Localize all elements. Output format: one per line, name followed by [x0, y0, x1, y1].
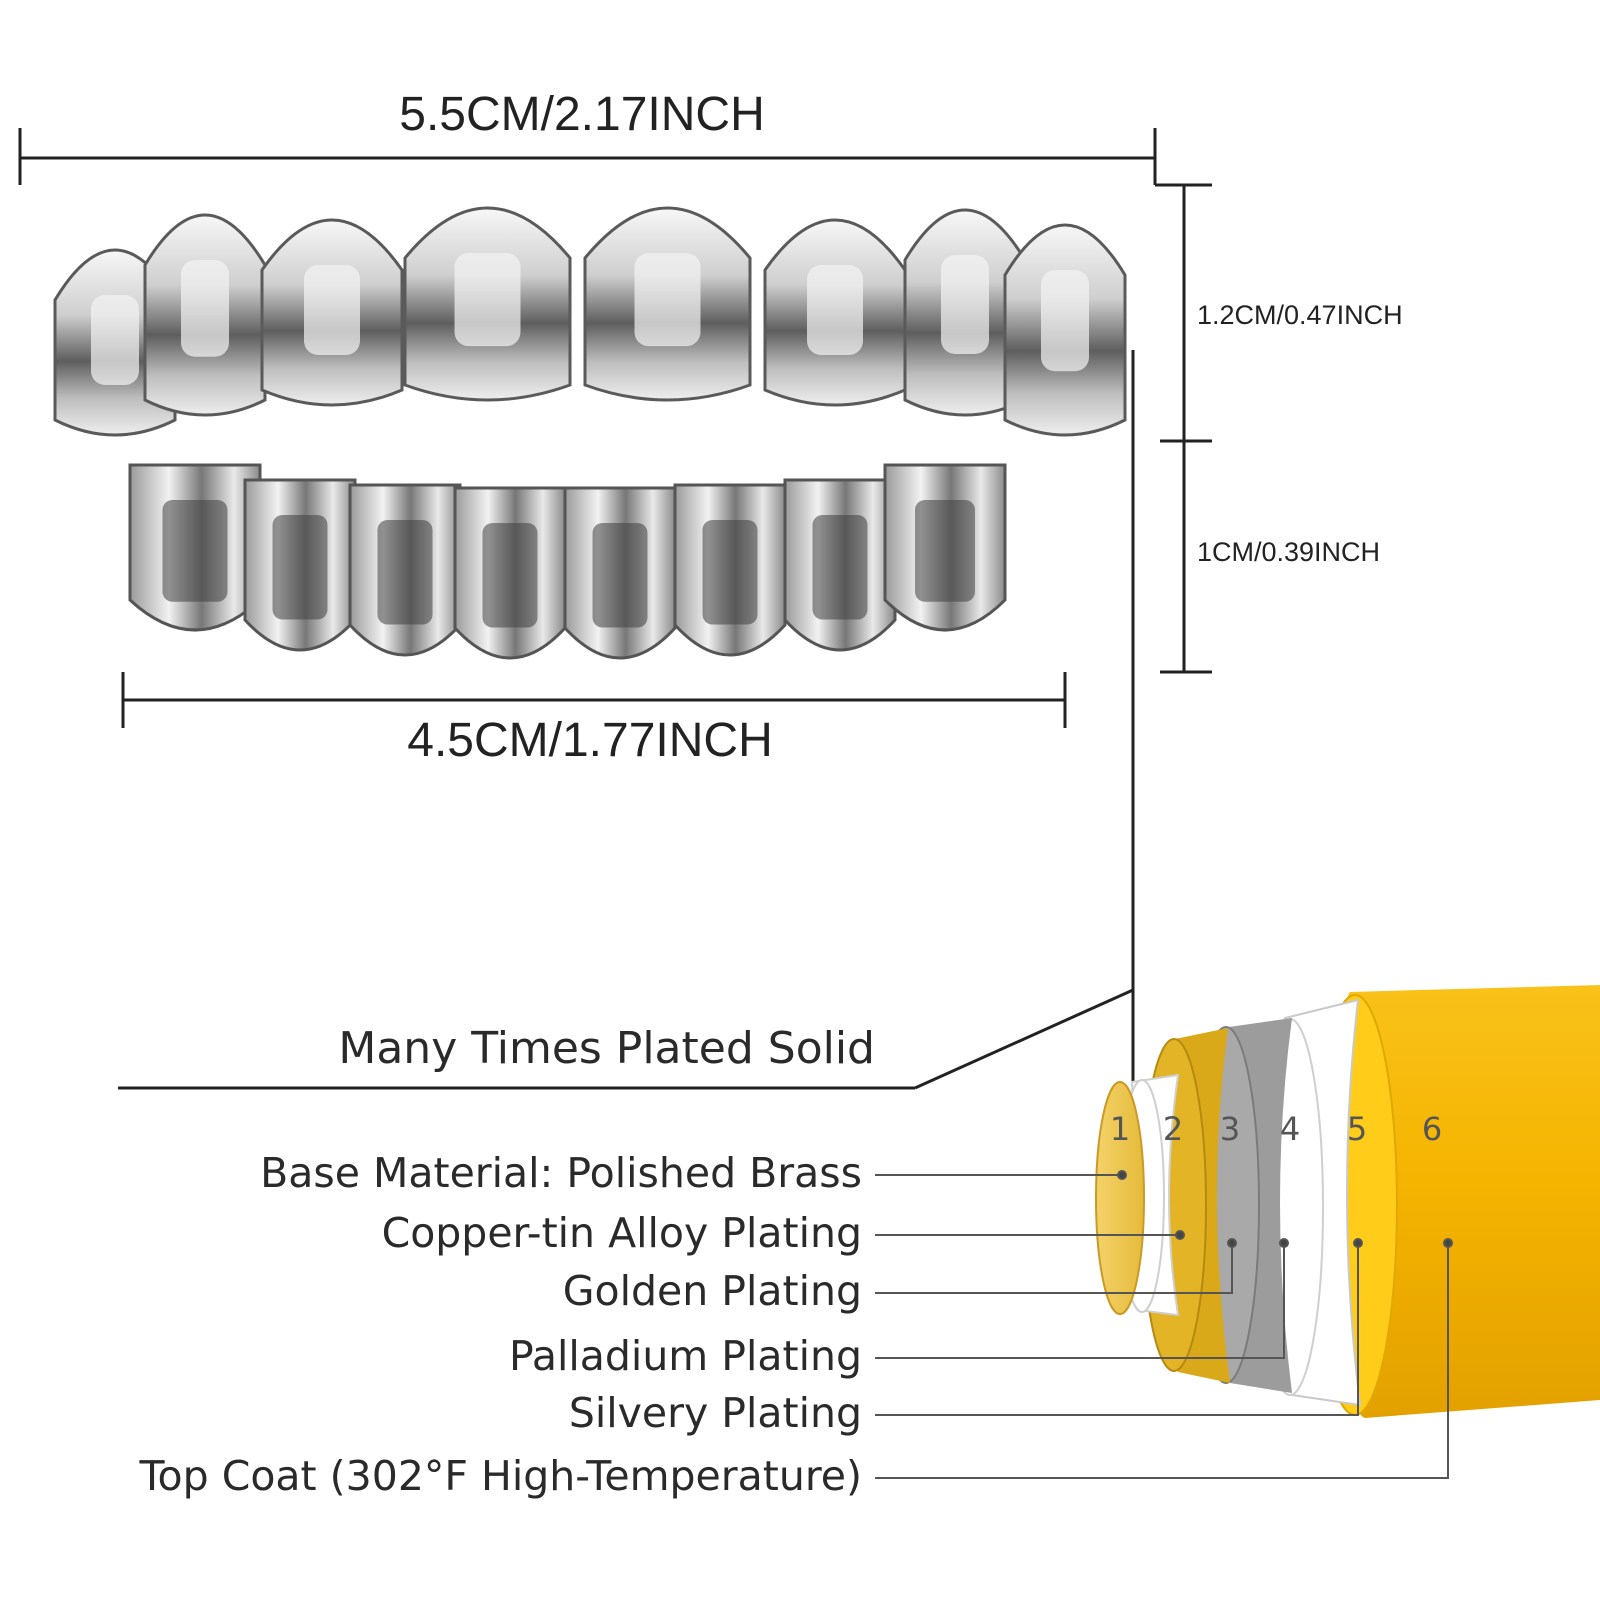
dimension-lines — [18, 128, 1212, 1108]
layer-number-6: 6 — [1422, 1110, 1442, 1148]
plating-cylinder — [1095, 985, 1600, 1418]
top-grill — [53, 206, 1127, 437]
layer-number-5: 5 — [1347, 1110, 1367, 1148]
bottom-tooth — [563, 486, 677, 660]
layer-leader-lines — [875, 1170, 1453, 1479]
top-tooth — [903, 208, 1027, 417]
layer-label-5: Silvery Plating — [569, 1389, 862, 1437]
layer-number-3: 3 — [1220, 1110, 1240, 1148]
layer-label-3: Golden Plating — [563, 1267, 862, 1315]
bottom-tooth — [243, 478, 357, 652]
top-tooth — [143, 213, 267, 417]
top-height-label: 1.2CM/0.47INCH — [1197, 300, 1403, 330]
bottom-tooth — [783, 478, 897, 652]
bottom-tooth — [883, 463, 1007, 632]
top-tooth — [583, 206, 752, 402]
layer-label-6: Top Coat (302°F High-Temperature) — [138, 1452, 862, 1500]
leader-dot-6 — [1443, 1238, 1453, 1248]
bottom-tooth — [673, 483, 787, 657]
layer-1-base-brass-face — [1095, 1081, 1145, 1315]
bottom-height-label: 1CM/0.39INCH — [1197, 537, 1380, 567]
layer-label-4: Palladium Plating — [509, 1332, 862, 1380]
bottom-width-label: 4.5CM/1.77INCH — [407, 714, 772, 767]
top-tooth — [1003, 223, 1127, 437]
top-tooth — [763, 218, 907, 407]
bottom-tooth — [348, 483, 462, 657]
layer-number-2: 2 — [1163, 1110, 1183, 1148]
top-tooth — [403, 206, 572, 402]
top-tooth — [260, 218, 404, 407]
bottom-tooth — [128, 463, 262, 632]
plating-heading: Many Times Plated Solid — [338, 1023, 875, 1074]
layer-labels: Base Material: Polished BrassCopper-tin … — [138, 1149, 862, 1500]
leader-line-4 — [875, 1243, 1285, 1359]
leader-dot-5 — [1353, 1238, 1363, 1248]
bottom-grill — [128, 463, 1007, 660]
leader-dot-4 — [1279, 1238, 1289, 1248]
layer-label-2: Copper-tin Alloy Plating — [382, 1209, 862, 1257]
leader-dot-2 — [1175, 1230, 1185, 1240]
leader-dot-3 — [1227, 1238, 1237, 1248]
layer-label-1: Base Material: Polished Brass — [260, 1149, 862, 1197]
leader-line-6 — [875, 1243, 1449, 1479]
bottom-tooth — [453, 486, 567, 660]
layer-6-top-coat-body — [1341, 985, 1600, 1418]
layer-number-4: 4 — [1280, 1110, 1300, 1148]
leader-line-3 — [875, 1243, 1233, 1294]
leader-dot-1 — [1117, 1170, 1127, 1180]
leader-line-5 — [875, 1243, 1359, 1416]
top-width-label: 5.5CM/2.17INCH — [399, 88, 764, 141]
layer-number-1: 1 — [1110, 1110, 1130, 1148]
